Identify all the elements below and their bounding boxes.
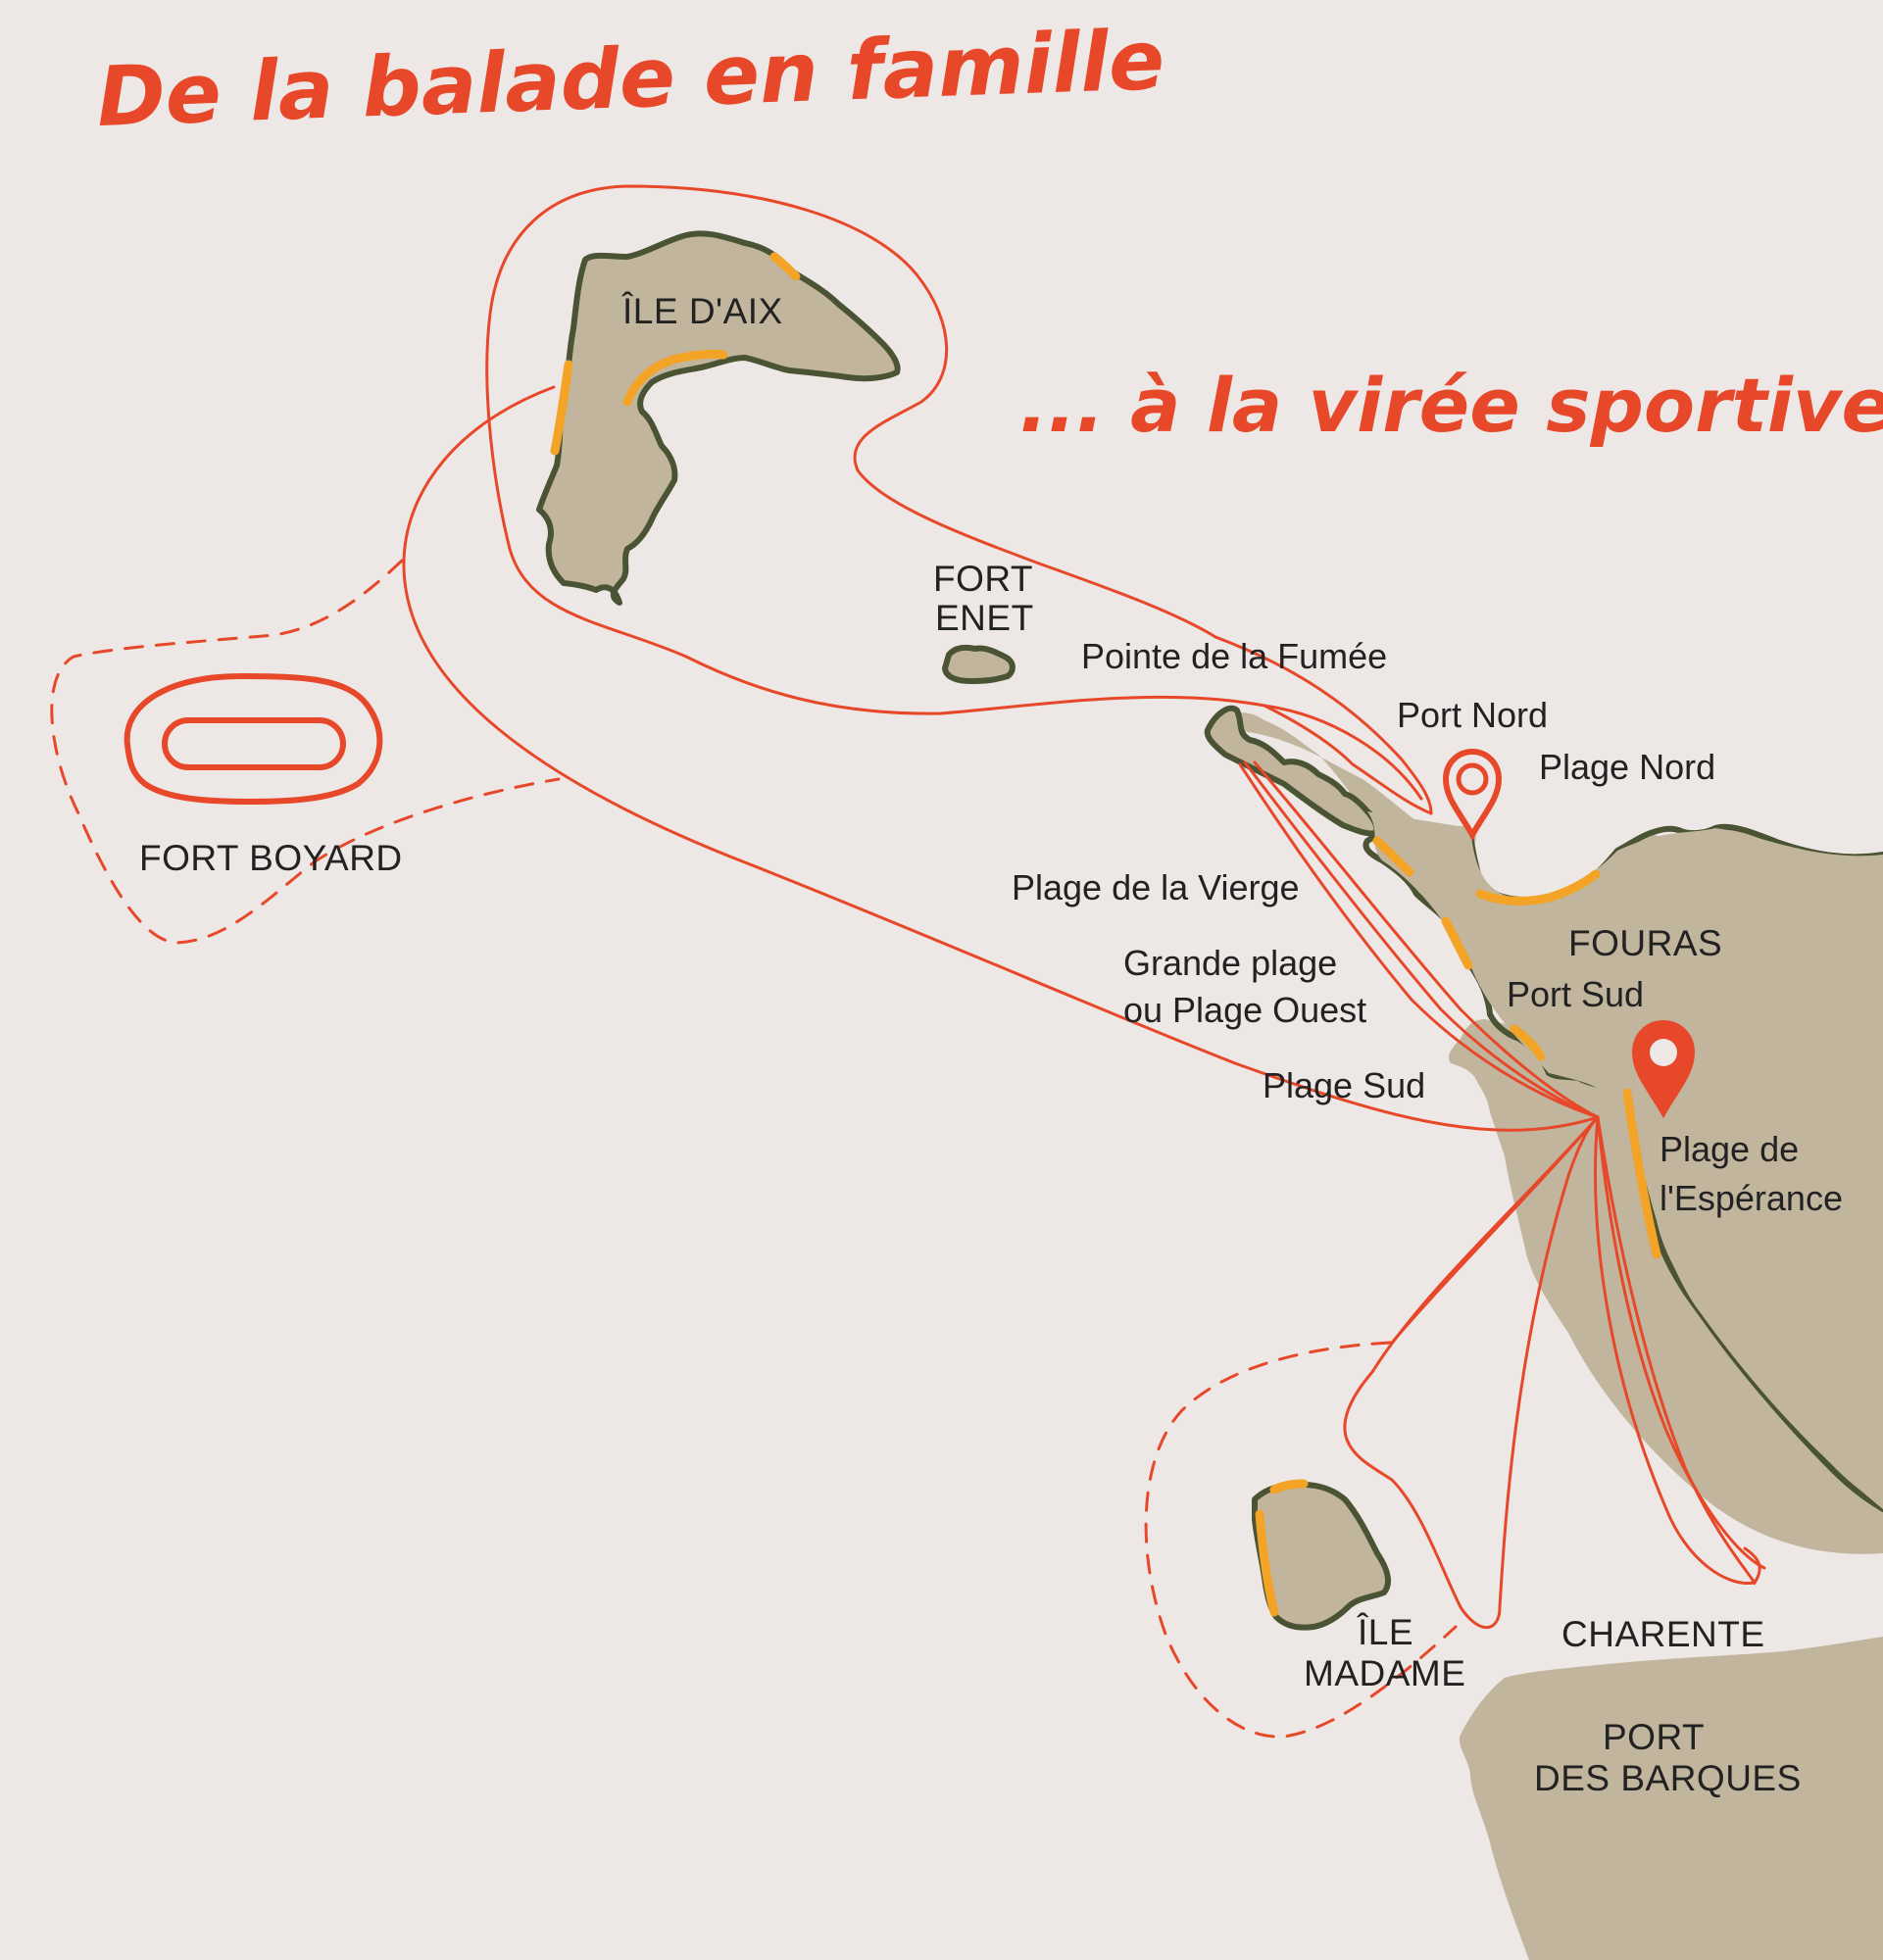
label-grande-plage-2: ou Plage Ouest (1123, 990, 1366, 1030)
fouras-beach-north (1475, 869, 1601, 906)
route-sud-charente-3 (1596, 1115, 1766, 1570)
label-plage-esperance-1: Plage de (1660, 1129, 1799, 1169)
madame-beach-north (1269, 1479, 1309, 1494)
route-sud-madame-2 (1390, 1115, 1600, 1345)
route-pointe-sud-3 (1253, 760, 1600, 1119)
title-top: De la balade en famille (95, 12, 1165, 145)
land-layer (536, 230, 1883, 1960)
port-des-barques-land (1459, 1637, 1883, 1960)
aix-beach-inner (622, 349, 728, 407)
label-plage-vierge: Plage de la Vierge (1012, 867, 1300, 907)
label-port-des-barques-2: DES BARQUES (1534, 1758, 1802, 1798)
label-fort-enet-2: ENET (935, 598, 1034, 638)
pin-dot (1650, 1039, 1677, 1066)
fort-boyard-outer-ring (124, 672, 383, 806)
marker-port-nord[interactable] (1442, 748, 1503, 842)
fouras-beach-vierge (1372, 836, 1414, 877)
route-fort-boyard-dashed (50, 559, 561, 945)
label-charente: CHARENTE (1561, 1614, 1765, 1654)
madame-beach-west (1255, 1509, 1279, 1617)
ile-daix-land (536, 230, 901, 606)
label-port-nord: Port Nord (1397, 695, 1548, 735)
label-plage-nord: Plage Nord (1539, 747, 1715, 787)
fouras-fill (1367, 811, 1883, 1509)
marker-plage-esperance[interactable] (1631, 1019, 1696, 1119)
beach-layer (550, 252, 1661, 1617)
aix-beach-west (550, 360, 573, 456)
fouras-coastline (1363, 808, 1883, 1512)
route-fortboyard-sud (402, 385, 1600, 1132)
fouras-beach-esperance (1622, 1088, 1661, 1259)
label-pointe-fumee: Pointe de la Fumée (1081, 636, 1387, 676)
routes-layer (402, 184, 1766, 1630)
label-ile-madame-2: MADAME (1304, 1653, 1465, 1693)
aix-beach-north (769, 252, 801, 281)
route-sud-charente-1 (1594, 1115, 1757, 1586)
fouras-beach-portsud (1510, 1024, 1546, 1061)
label-plage-sud: Plage Sud (1263, 1065, 1425, 1105)
route-pointe-portnord-1 (1214, 635, 1433, 815)
route-pointe-portnord-2 (1263, 704, 1423, 801)
pin-dot (1456, 762, 1489, 796)
fort-boyard-symbol (124, 672, 383, 806)
label-ile-madame-1: ÎLE (1357, 1612, 1413, 1652)
fort-boyard-inner-ring (162, 717, 346, 770)
route-pointe-sud-1 (1238, 762, 1600, 1119)
label-port-des-barques-1: PORT (1603, 1717, 1705, 1757)
label-fouras: FOURAS (1568, 923, 1722, 963)
label-grande-plage-1: Grande plage (1123, 943, 1337, 983)
route-pointe-sud-2 (1243, 760, 1600, 1119)
label-port-sud: Port Sud (1507, 974, 1644, 1014)
label-fort-boyard: FORT BOYARD (139, 838, 403, 878)
route-ile-madame-dashed (1144, 1341, 1458, 1739)
label-ile-daix: ÎLE D'AIX (621, 291, 783, 331)
label-plage-esperance-2: l'Espérance (1660, 1178, 1843, 1218)
pin-icon (1631, 1019, 1696, 1119)
fouras-beach-ouest (1441, 916, 1473, 970)
title-middle: ... à la virée sportive (1019, 362, 1883, 449)
route-aix-loop (485, 184, 1433, 815)
pointe-fumee-land (1204, 705, 1382, 837)
label-fort-enet-1: FORT (933, 559, 1033, 599)
dashed-routes-layer (50, 559, 1458, 1739)
fort-enet-land (942, 644, 1016, 684)
